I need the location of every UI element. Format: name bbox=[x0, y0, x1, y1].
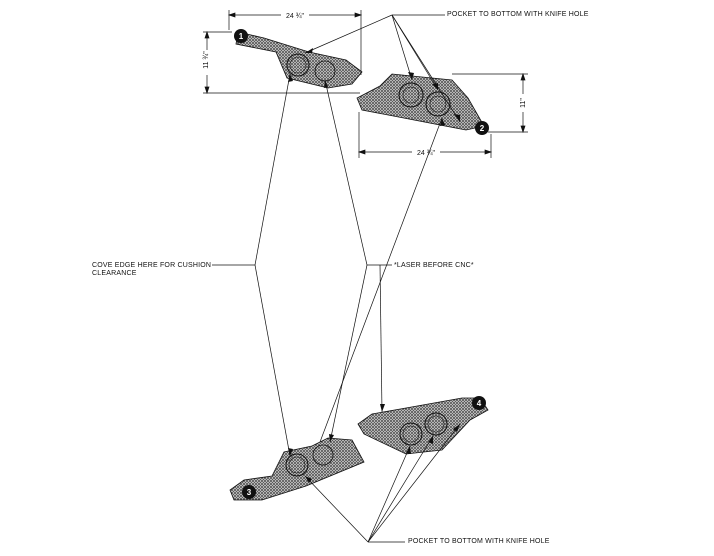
part-2-pocket-2 bbox=[425, 91, 451, 117]
part-1-height-dimension bbox=[203, 30, 360, 95]
part-1-width-label: 24 ¾" bbox=[286, 13, 305, 20]
part-3: 3 bbox=[229, 437, 365, 501]
part-4-body bbox=[357, 397, 489, 455]
part-2: 2 bbox=[356, 73, 489, 135]
cove-edge-note-line1: COVE EDGE HERE FOR CUSHION bbox=[92, 262, 212, 269]
part-4-pocket-1 bbox=[399, 422, 423, 446]
part-3-pocket-2 bbox=[312, 444, 334, 466]
part-2-width-label: 24 ¾" bbox=[417, 150, 436, 157]
part-1-pocket bbox=[286, 53, 310, 77]
leader-arrowheads bbox=[288, 48, 460, 483]
part-1-badge bbox=[234, 29, 248, 43]
part-2-number: 2 bbox=[480, 124, 485, 133]
part-2-height-dimension bbox=[452, 72, 528, 134]
part-1: 1 bbox=[234, 29, 363, 89]
part-4: 4 bbox=[357, 396, 489, 455]
part-2-badge bbox=[475, 121, 489, 135]
part-1-body bbox=[235, 31, 363, 89]
part-3-number: 3 bbox=[247, 488, 252, 497]
cove-edge-note-line2: CLEARANCE bbox=[92, 270, 137, 277]
part-4-badge bbox=[472, 396, 486, 410]
part-1-width-dimension bbox=[227, 10, 363, 75]
part-3-pocket bbox=[285, 453, 309, 477]
pocket-note-top: POCKET TO BOTTOM WITH KNIFE HOLE bbox=[447, 11, 589, 18]
part-2-pocket-1 bbox=[398, 82, 424, 108]
leader-lines bbox=[212, 14, 461, 543]
part-1-number: 1 bbox=[239, 32, 244, 41]
laser-note: *LASER BEFORE CNC* bbox=[394, 262, 474, 269]
part-3-body bbox=[229, 437, 365, 501]
part-2-width-dimension bbox=[357, 112, 493, 158]
part-1-height-label: 11 ¾" bbox=[203, 51, 210, 69]
part-2-height-label: 11" bbox=[520, 98, 527, 108]
part-3-badge bbox=[242, 485, 256, 499]
pocket-note-bottom: POCKET TO BOTTOM WITH KNIFE HOLE bbox=[408, 538, 550, 545]
part-4-number: 4 bbox=[477, 399, 482, 408]
part-4-pocket-2 bbox=[424, 412, 448, 436]
